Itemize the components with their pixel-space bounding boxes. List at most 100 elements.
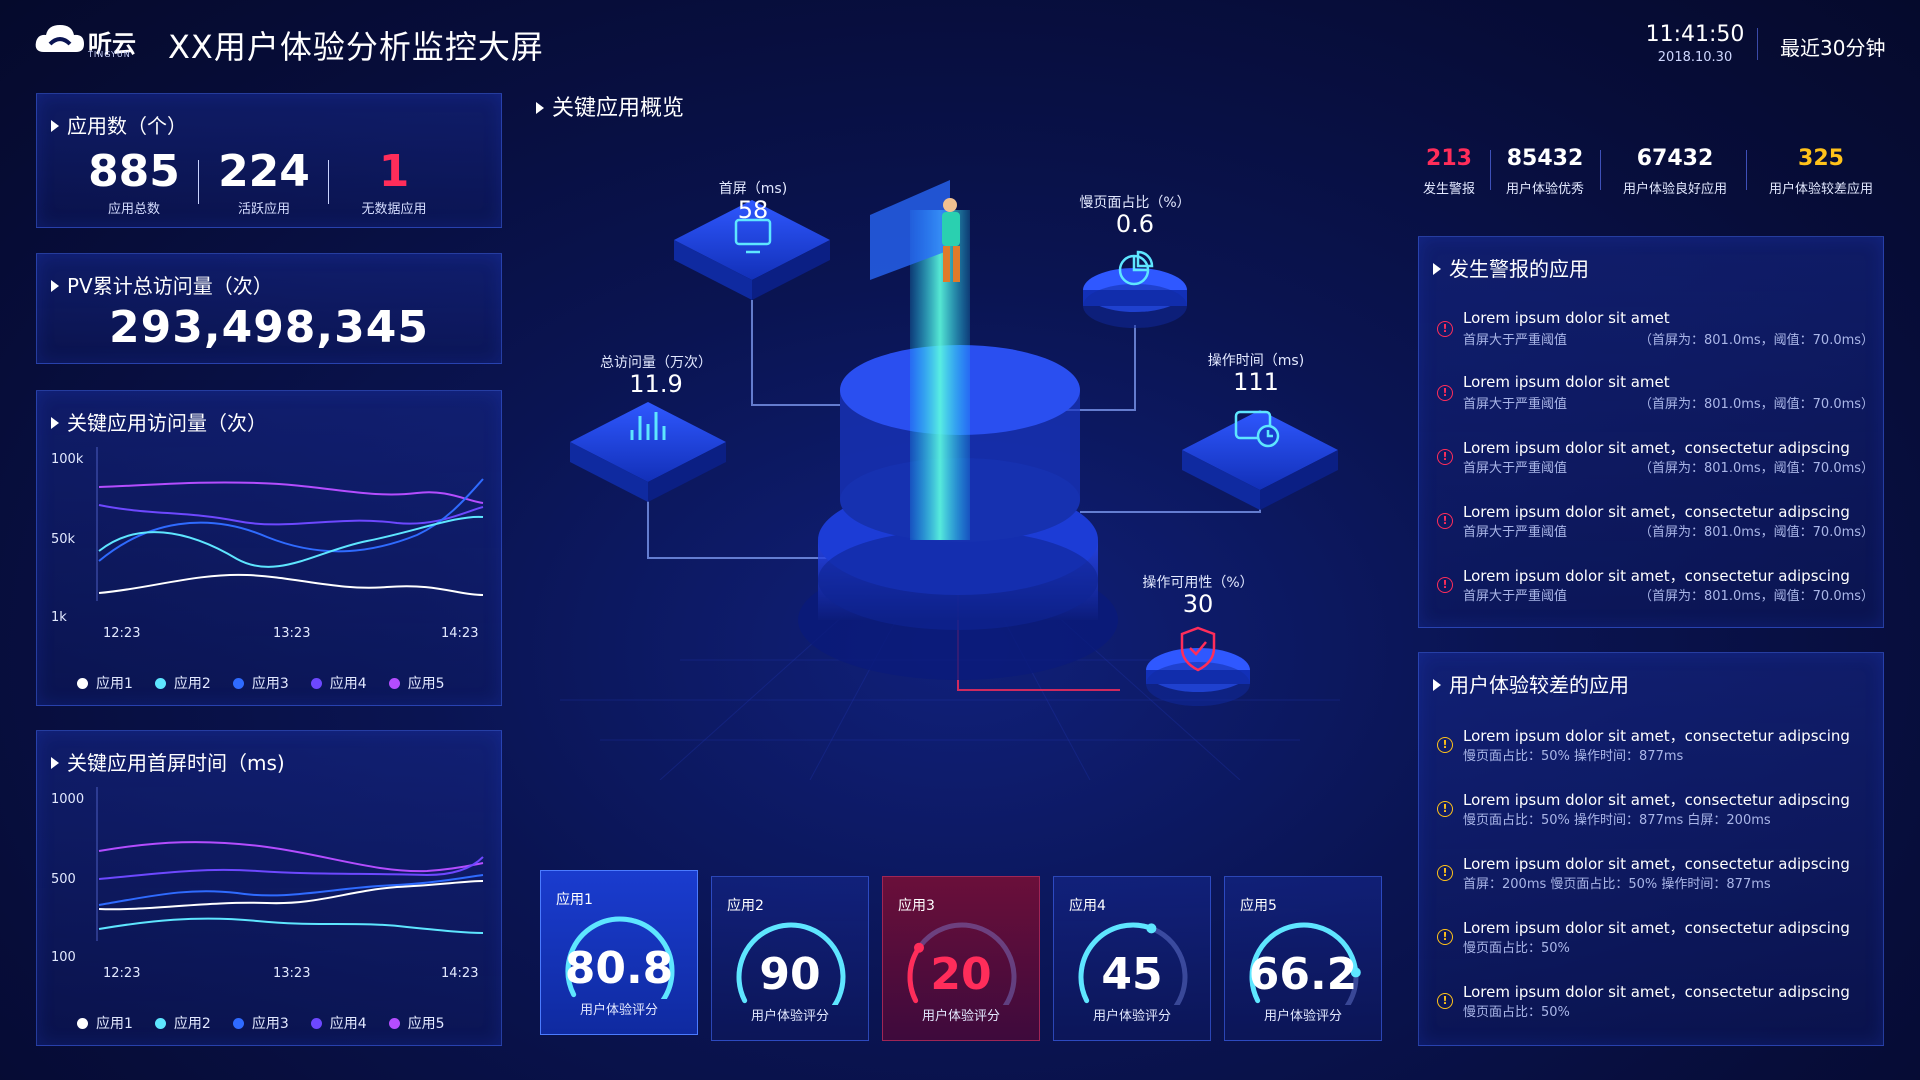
legend-item[interactable]: 应用4 (310, 1013, 367, 1033)
logo-text: 听云 (88, 30, 136, 58)
node-label-op-time: 操作时间（ms) (1207, 353, 1305, 369)
node-value-first-screen: 58 (737, 196, 769, 224)
list-item[interactable]: !Lorem ipsum dolor sit amet，consectetur … (1419, 725, 1883, 789)
item-title: Lorem ipsum dolor sit amet (1463, 373, 1670, 391)
summary-good-label: 用户体验良好应用 (1622, 182, 1727, 197)
gauge-fill (907, 945, 922, 1004)
clock-window-icon (1234, 410, 1280, 448)
list-item[interactable]: !Lorem ipsum dolor sit amet，consectetur … (1419, 565, 1883, 629)
clock-window-tile (1182, 410, 1338, 510)
item-detail: （首屏为：801.0ms，阈值：70.0ms） (1639, 461, 1875, 476)
app-count-panel: 应用数（个） 885 应用总数 224 活跃应用 1 无数据应用 (36, 93, 502, 228)
gauge-fill (736, 922, 846, 1005)
warning-icon: ! (1437, 865, 1453, 881)
legend-dot (232, 1018, 244, 1029)
node-value-availability: 30 (1182, 590, 1214, 618)
pv-title: PV累计总访问量（次） (51, 270, 273, 299)
app-nodata-label: 无数据应用 (361, 202, 427, 217)
list-item[interactable]: !Lorem ipsum dolor sit amet，consectetur … (1419, 789, 1883, 853)
warning-icon: ! (1437, 737, 1453, 753)
legend-item[interactable]: 应用4 (310, 673, 367, 693)
legend-item[interactable]: 应用3 (232, 673, 289, 693)
list-item[interactable]: !Lorem ipsum dolor sit amet，consectetur … (1419, 437, 1883, 501)
node-label-first-screen: 首屏（ms) (718, 181, 788, 197)
legend-item[interactable]: 应用2 (154, 673, 211, 693)
node-label-total-visits: 总访问量（万次） (600, 355, 712, 371)
series-line-app2 (98, 917, 484, 934)
y-tick: 100k (51, 452, 84, 467)
legend-item[interactable]: 应用2 (154, 1013, 211, 1033)
list-item[interactable]: !Lorem ipsum dolor sit amet，consectetur … (1419, 917, 1883, 981)
stat-divider (328, 160, 329, 204)
x-tick: 14:23 (441, 966, 478, 981)
app-active-label: 活跃应用 (237, 202, 290, 217)
poor-title: 用户体验较差的应用 (1433, 669, 1629, 698)
score-gauge (907, 922, 1017, 1005)
item-detail: （首屏为：801.0ms，阈值：70.0ms） (1639, 525, 1875, 540)
item-detail: 慢页面占比：50% 操作时间：877ms 白屏：200ms (1463, 813, 1771, 828)
summary-poor-label: 用户体验较差应用 (1768, 182, 1873, 197)
gauge-knob (1146, 923, 1157, 934)
score-value: 20 (930, 949, 992, 1000)
score-value: 80.8 (564, 943, 674, 994)
series-line-app1 (98, 880, 484, 911)
app-count-title: 应用数（个） (51, 110, 187, 139)
item-title: Lorem ipsum dolor sit amet，consectetur a… (1463, 567, 1850, 585)
item-detail: 首屏大于严重阈值 (1463, 461, 1568, 476)
triangle-icon (536, 102, 544, 114)
item-detail: （首屏为：801.0ms，阈值：70.0ms） (1639, 333, 1875, 348)
item-title: Lorem ipsum dolor sit amet，consectetur a… (1463, 439, 1850, 457)
legend-item[interactable]: 应用5 (388, 673, 445, 693)
legend-item[interactable]: 应用5 (388, 1013, 445, 1033)
series-line-app3 (98, 874, 484, 906)
summary-good-value: 67432 (1636, 146, 1714, 171)
logo-subtext: TINGYUN (88, 50, 131, 59)
summary-alerts-label: 发生警报 (1422, 182, 1475, 197)
series-line-app5 (98, 841, 484, 873)
pv-panel: PV累计总访问量（次） 293,498,345 (36, 253, 502, 364)
pie-icon (1118, 250, 1154, 286)
y-tick: 500 (51, 872, 76, 887)
list-item[interactable]: !Lorem ipsum dolor sit amet，consectetur … (1419, 981, 1883, 1045)
time-range-selector[interactable]: 最近30分钟 (1780, 36, 1886, 60)
summary-divider (1600, 150, 1601, 190)
list-item[interactable]: !Lorem ipsum dolor sit amet，consectetur … (1419, 853, 1883, 917)
stat-divider (198, 160, 199, 204)
list-item[interactable]: !Lorem ipsum dolor sit amet，consectetur … (1419, 501, 1883, 565)
score-card-name: 应用1 (556, 892, 593, 908)
series-line-app3 (98, 478, 484, 562)
visits-title: 关键应用访问量（次） (51, 407, 267, 436)
series-line-app5 (98, 481, 484, 504)
y-tick: 1k (51, 610, 67, 625)
legend-item[interactable]: 应用1 (77, 1013, 133, 1033)
series-line-app4 (98, 856, 484, 880)
monitor-tile (674, 200, 830, 300)
app-total-label: 应用总数 (107, 202, 160, 217)
first-screen-panel: 关键应用首屏时间（ms) 1000 500 100 12:23 13:23 14… (36, 730, 502, 1046)
warning-icon: ! (1437, 801, 1453, 817)
clock-time: 11:41:50 (1645, 22, 1745, 47)
legend-dot (388, 1018, 400, 1029)
summary-excellent-label: 用户体验优秀 (1505, 182, 1584, 197)
item-detail: 首屏大于严重阈值 (1463, 333, 1568, 348)
series-line-app4 (98, 504, 484, 526)
item-detail: 慢页面占比：50% 操作时间：877ms (1463, 749, 1684, 764)
score-card-name: 应用4 (1069, 898, 1106, 914)
item-title: Lorem ipsum dolor sit amet，consectetur a… (1463, 919, 1850, 937)
gauge-knob (1350, 967, 1361, 978)
header-divider (1757, 28, 1758, 60)
app-active-value: 224 (218, 146, 310, 197)
legend-item[interactable]: 应用3 (232, 1013, 289, 1033)
pie-tile (1083, 250, 1187, 328)
clock-date: 2018.10.30 (1657, 50, 1733, 65)
legend-item[interactable]: 应用1 (77, 673, 133, 693)
item-detail: 首屏大于严重阈值 (1463, 397, 1568, 412)
